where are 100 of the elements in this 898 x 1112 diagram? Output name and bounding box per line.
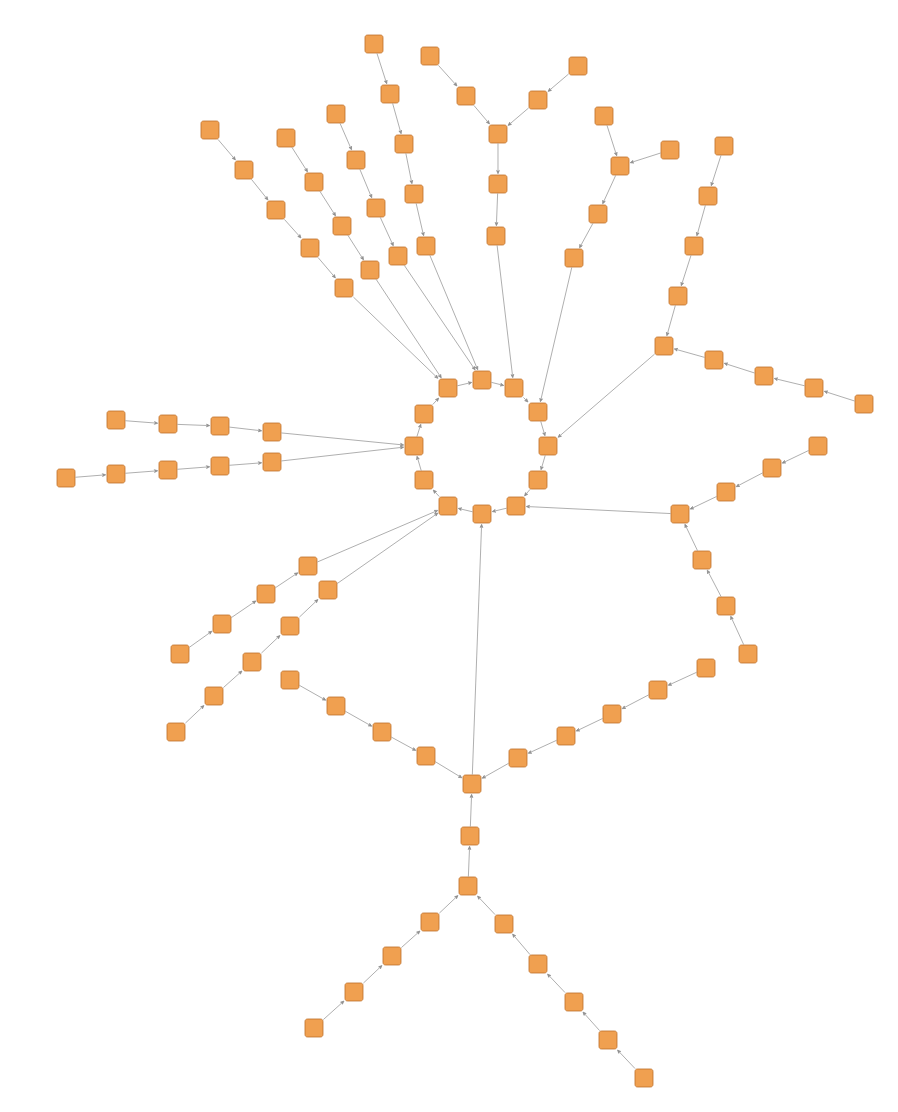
arrow bbox=[547, 73, 569, 92]
node-square bbox=[654, 336, 674, 356]
arrow bbox=[347, 235, 364, 261]
node-square bbox=[256, 584, 276, 604]
node-square bbox=[660, 140, 680, 160]
node-square bbox=[494, 914, 514, 934]
arrow bbox=[472, 523, 484, 775]
arrow bbox=[457, 381, 473, 387]
arrow bbox=[275, 572, 299, 589]
arrow bbox=[432, 489, 440, 497]
node-square bbox=[528, 402, 548, 422]
arrow bbox=[229, 461, 263, 466]
arrow bbox=[606, 125, 618, 157]
node-square bbox=[762, 458, 782, 478]
node-square bbox=[300, 238, 320, 258]
arrow bbox=[392, 103, 402, 135]
node-square bbox=[158, 460, 178, 480]
node-square bbox=[692, 550, 712, 570]
arrow bbox=[284, 219, 302, 239]
node-square bbox=[538, 436, 558, 456]
node-square bbox=[472, 370, 492, 390]
arrow bbox=[217, 139, 236, 161]
arrow bbox=[177, 465, 211, 470]
arrow bbox=[281, 445, 405, 462]
node-square bbox=[364, 34, 384, 54]
arrow bbox=[667, 671, 697, 686]
arrow bbox=[177, 423, 211, 428]
node-square bbox=[488, 124, 508, 144]
node-square bbox=[462, 774, 482, 794]
node-square bbox=[210, 456, 230, 476]
arrow bbox=[823, 390, 855, 402]
node-square bbox=[200, 120, 220, 140]
node-square bbox=[598, 1030, 618, 1050]
node-square bbox=[602, 704, 622, 724]
node-square bbox=[704, 350, 724, 370]
node-square bbox=[808, 436, 828, 456]
arrow bbox=[223, 670, 243, 688]
arrow bbox=[319, 191, 336, 217]
node-square bbox=[610, 156, 630, 176]
node-square bbox=[634, 1068, 654, 1088]
node-square bbox=[564, 248, 584, 268]
node-square bbox=[366, 198, 386, 218]
arrow bbox=[438, 65, 458, 87]
arrow bbox=[379, 217, 394, 247]
node-square bbox=[166, 722, 186, 742]
arrow bbox=[261, 635, 281, 654]
arrow bbox=[617, 1049, 636, 1069]
arrow bbox=[363, 965, 383, 984]
arrow bbox=[435, 761, 463, 779]
arrow bbox=[401, 930, 421, 948]
arrow bbox=[523, 397, 529, 403]
arrow bbox=[415, 203, 425, 237]
arrow bbox=[547, 973, 566, 993]
node-square bbox=[262, 422, 282, 442]
arrow bbox=[291, 147, 308, 173]
arrow bbox=[689, 496, 717, 510]
arrow bbox=[416, 423, 422, 437]
node-square bbox=[346, 150, 366, 170]
node-square bbox=[714, 136, 734, 156]
node-square bbox=[698, 186, 718, 206]
node-square bbox=[588, 204, 608, 224]
arrow bbox=[432, 397, 440, 405]
node-square bbox=[394, 134, 414, 154]
node-square bbox=[262, 452, 282, 472]
arrow bbox=[189, 630, 213, 648]
node-square bbox=[486, 226, 506, 246]
arrow bbox=[229, 426, 263, 433]
node-square bbox=[326, 696, 346, 716]
node-square bbox=[472, 504, 492, 524]
arrow bbox=[735, 472, 763, 488]
arrow bbox=[281, 432, 405, 447]
arrow bbox=[481, 762, 509, 779]
arrow bbox=[375, 279, 442, 379]
arrow bbox=[621, 694, 649, 710]
arrow bbox=[582, 1011, 600, 1031]
arrow bbox=[467, 845, 472, 877]
arrow bbox=[75, 473, 107, 478]
arrow bbox=[185, 705, 205, 724]
arrow bbox=[602, 175, 617, 205]
node-square bbox=[670, 504, 690, 524]
arrow bbox=[299, 684, 327, 701]
arrow bbox=[125, 469, 159, 474]
arrow bbox=[507, 107, 529, 126]
arrow bbox=[706, 569, 722, 597]
node-square bbox=[212, 614, 232, 634]
arrow bbox=[512, 933, 531, 955]
node-square bbox=[460, 826, 480, 846]
node-square bbox=[528, 470, 548, 490]
node-square bbox=[334, 278, 354, 298]
node-square bbox=[696, 658, 716, 678]
arrow bbox=[439, 895, 459, 914]
node-square bbox=[234, 160, 254, 180]
arrow bbox=[579, 223, 594, 249]
arrow bbox=[231, 600, 257, 618]
arrow bbox=[416, 455, 422, 471]
arrow bbox=[524, 489, 531, 497]
node-square bbox=[854, 394, 874, 414]
node-square bbox=[56, 468, 76, 488]
node-square bbox=[280, 616, 300, 636]
arrow bbox=[405, 153, 413, 185]
